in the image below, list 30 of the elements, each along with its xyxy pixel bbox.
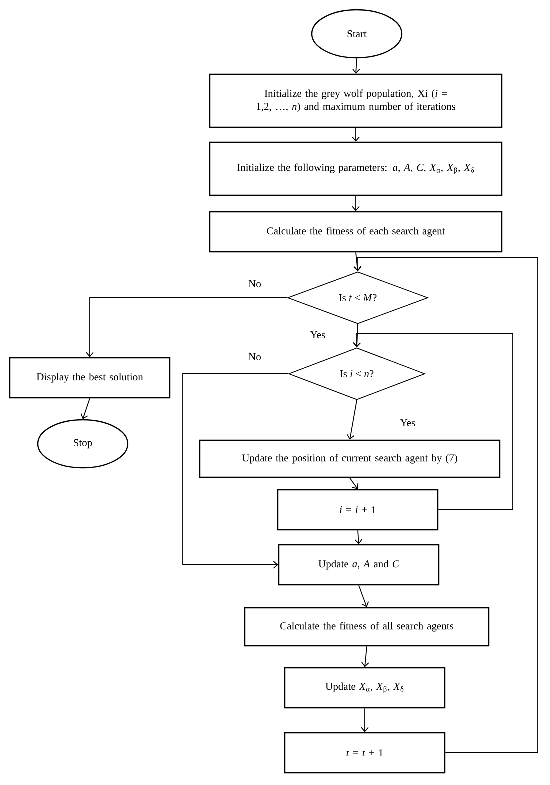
process-box: i = i + 1	[277, 489, 439, 531]
edge-label: No	[248, 280, 262, 288]
arrow	[182, 374, 289, 569]
edge-label: Yes	[309, 330, 327, 340]
process-box: Update X$_{α}$, X$_{β}$, X$_{δ}$	[284, 667, 446, 709]
process-box: Initialize the grey wolf population, Xi (i = 1,2, …, n) and maximum number of iterations	[209, 74, 503, 128]
arrow	[354, 258, 538, 754]
arrow	[86, 298, 288, 358]
arrow	[80, 398, 90, 420]
arrow	[352, 128, 360, 142]
process-box: Initialize the following parameters: a, A, C, X$_{α}$, X$_{β}$, X$_{δ}$	[209, 142, 503, 196]
arrow	[362, 646, 370, 668]
arrow	[354, 530, 363, 544]
arrow	[361, 708, 369, 732]
arrow	[353, 334, 514, 510]
process-box: Display the best solution	[9, 357, 171, 399]
edge-label: No	[248, 352, 262, 362]
arrow	[350, 478, 359, 490]
process-box: t = t + 1	[284, 732, 446, 774]
arrow	[346, 400, 358, 440]
process-box: Update a, A and C	[278, 544, 440, 586]
arrow	[352, 196, 360, 212]
process-box: Calculate the fitness of each search agent	[209, 211, 503, 253]
edge-label: Yes	[399, 418, 417, 428]
arrow	[353, 324, 362, 348]
arrow	[358, 585, 370, 608]
arrow	[352, 58, 360, 74]
arrow	[354, 252, 362, 272]
process-box: Calculate the fitness of all search agents	[244, 607, 490, 647]
process-box: Update the position of current search agent by (7)	[199, 440, 501, 478]
